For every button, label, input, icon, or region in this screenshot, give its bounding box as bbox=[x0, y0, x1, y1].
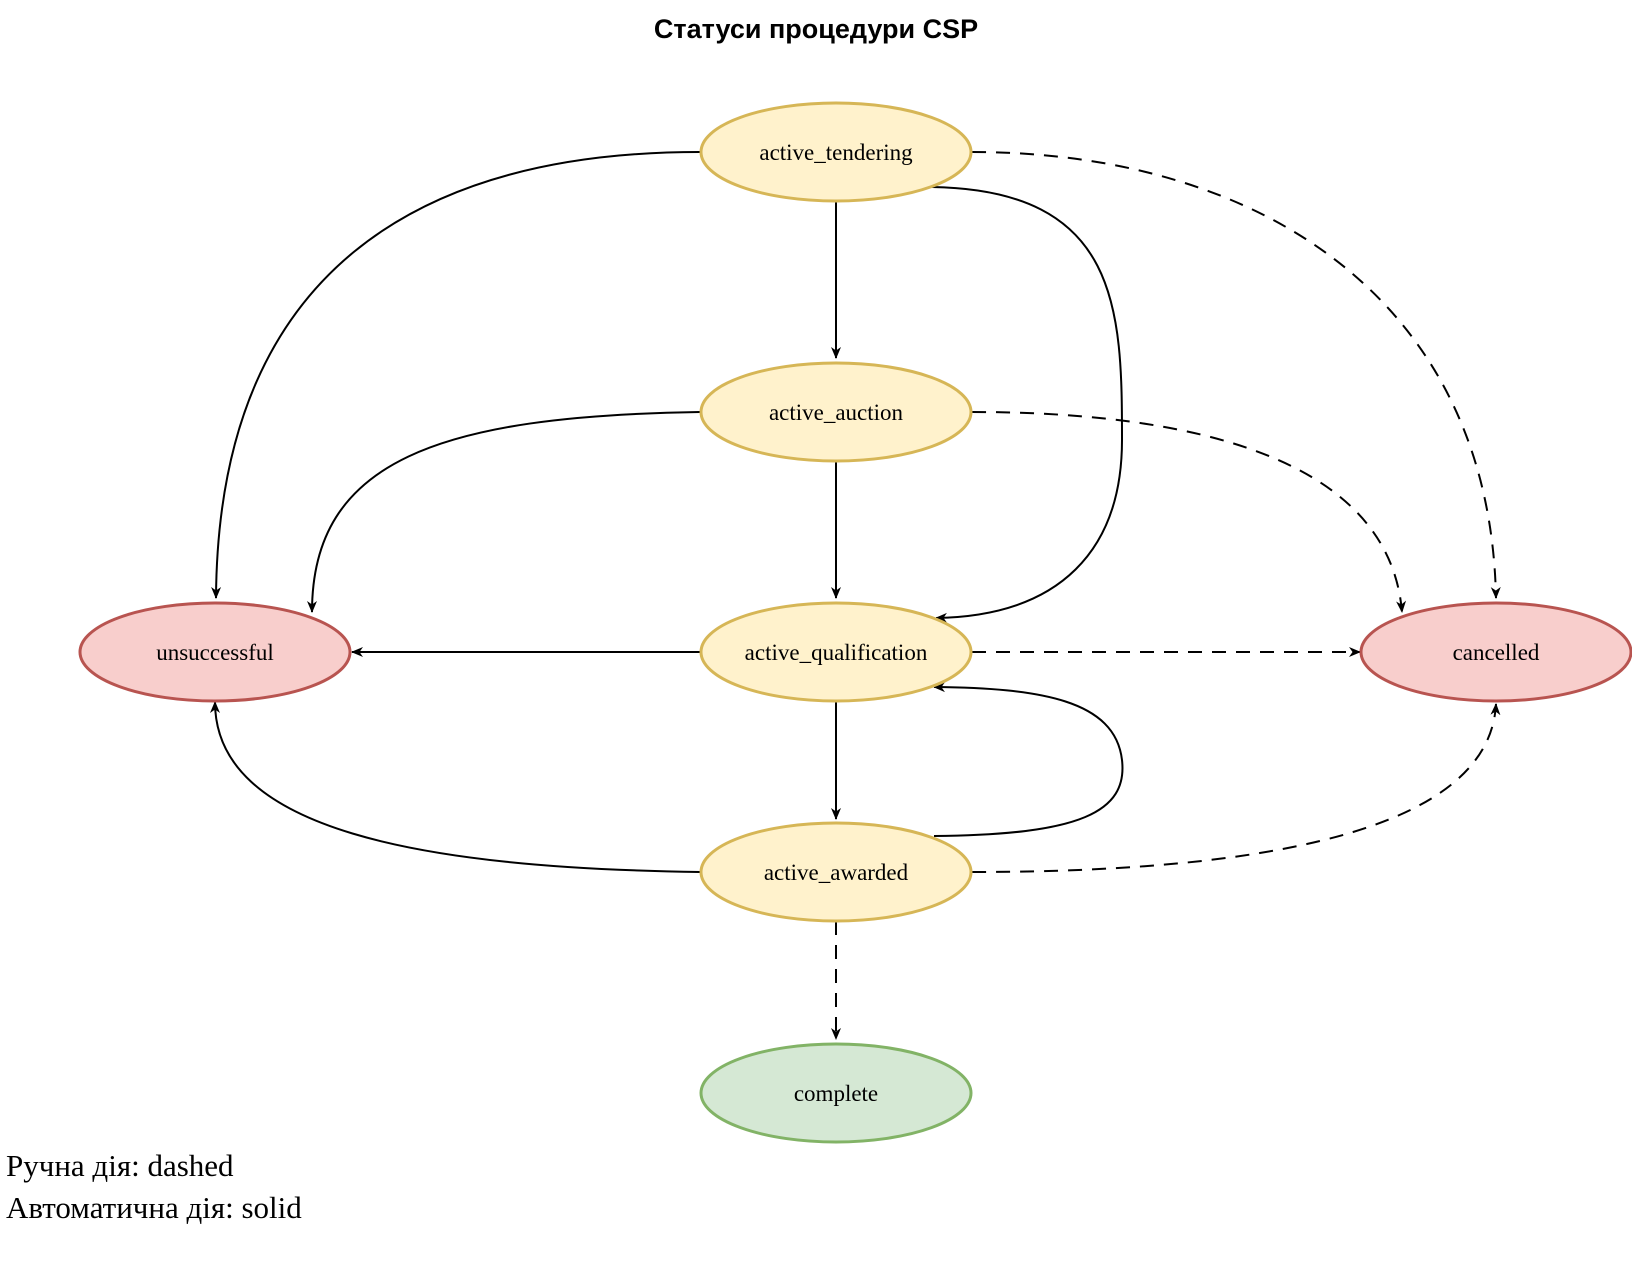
node-active-awarded[interactable]: active_awarded bbox=[699, 821, 973, 923]
node-active-qualification[interactable]: active_qualification bbox=[699, 601, 973, 703]
diagram-title: Статуси процедури CSP bbox=[653, 14, 979, 44]
node-shape[interactable] bbox=[1359, 601, 1632, 703]
edge-active-awarded-to-unsuccessful bbox=[210, 701, 701, 873]
edge-active-tendering-to-unsuccessful bbox=[211, 151, 701, 599]
edge-active-auction-to-unsuccessful bbox=[307, 411, 701, 613]
node-active-auction[interactable]: active_auction bbox=[699, 361, 973, 463]
node-label: unsuccessful bbox=[156, 640, 274, 665]
node-label: active_tendering bbox=[759, 140, 913, 165]
node-label: active_qualification bbox=[745, 640, 928, 665]
node-shape[interactable] bbox=[699, 601, 973, 703]
node-shape[interactable] bbox=[699, 1042, 973, 1144]
node-label: complete bbox=[794, 1081, 878, 1106]
node-unsuccessful[interactable]: unsuccessful bbox=[78, 601, 352, 703]
edge-active-tendering-to-active-qualification bbox=[931, 186, 1124, 623]
node-cancelled[interactable]: cancelled bbox=[1359, 601, 1632, 703]
node-label: cancelled bbox=[1453, 640, 1540, 665]
node-shape[interactable] bbox=[78, 601, 352, 703]
node-active-tendering[interactable]: active_tendering bbox=[699, 101, 973, 203]
node-shape[interactable] bbox=[699, 821, 973, 923]
edge-active-tendering-to-cancelled bbox=[971, 151, 1501, 599]
node-complete[interactable]: complete bbox=[699, 1042, 973, 1144]
edge-active-awarded-to-cancelled bbox=[971, 703, 1501, 873]
node-shape[interactable] bbox=[699, 361, 973, 463]
edge-active-awarded-to-active-qualification bbox=[933, 682, 1124, 837]
legend-manual-action: Ручна дія: dashed bbox=[6, 1148, 234, 1183]
edge-active-auction-to-cancelled bbox=[971, 411, 1407, 613]
legend-automatic-action: Автоматична дія: solid bbox=[6, 1190, 302, 1225]
node-label: active_auction bbox=[769, 400, 904, 425]
node-label: active_awarded bbox=[764, 860, 909, 885]
node-shape[interactable] bbox=[699, 101, 973, 203]
